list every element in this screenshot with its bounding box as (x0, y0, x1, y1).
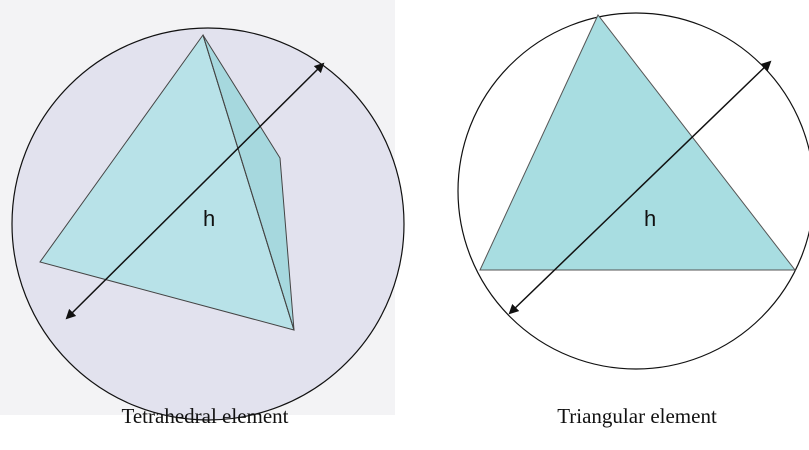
tetrahedral-element-panel: h (11, 27, 405, 421)
dimension-label-h-left: h (203, 206, 215, 231)
dimension-label-h-right: h (644, 206, 656, 231)
caption-tetrahedral-element: Tetrahedral element (121, 404, 289, 428)
triangular-element-panel: h (457, 12, 809, 370)
diameter-arrow-left (65, 62, 325, 320)
diameter-arrow-right (508, 60, 772, 315)
caption-triangular-element: Triangular element (557, 404, 717, 428)
